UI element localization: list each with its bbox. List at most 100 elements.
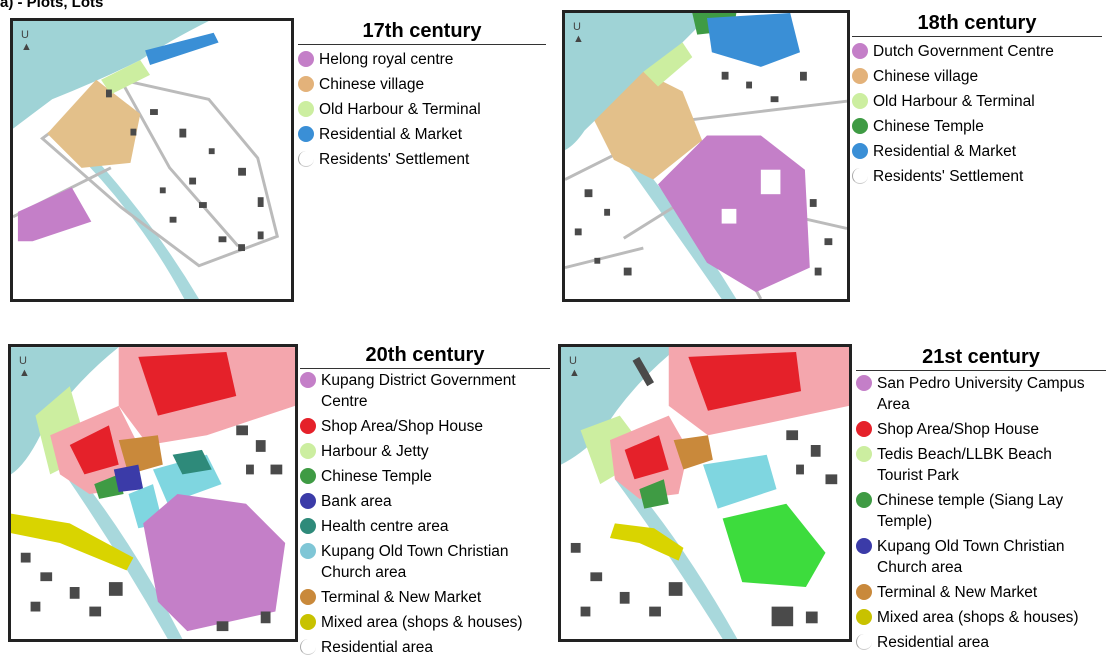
legend-item: Kupang Old Town Christian Church area xyxy=(856,536,1106,578)
legend-label: Shop Area/Shop House xyxy=(877,421,1040,438)
legend-item: Mixed area (shops & houses) xyxy=(300,612,550,633)
legend-label: Health centre area xyxy=(321,518,449,535)
legend-item: Kupang Old Town Christian Church area xyxy=(300,541,550,583)
legend-swatch-icon xyxy=(856,634,872,650)
legend-swatch-icon xyxy=(856,375,872,391)
map-21st-century: U▲ xyxy=(558,344,852,642)
legend-swatch-icon xyxy=(852,118,868,134)
north-arrow: U▲ xyxy=(21,29,32,53)
legend-swatch-icon xyxy=(856,584,872,600)
legend-item: Residents' Settlement xyxy=(298,149,546,170)
legend-label: Old Harbour & Terminal xyxy=(319,101,481,118)
legend-swatch-icon xyxy=(852,43,868,59)
legend-item: Kupang District Government Centre xyxy=(300,370,550,412)
legend-swatch-icon xyxy=(856,421,872,437)
map-17th-century-svg xyxy=(13,21,280,299)
legend-swatch-icon xyxy=(300,518,316,534)
legend-label: Chinese village xyxy=(319,76,425,93)
map-17th-century: U▲ xyxy=(10,18,294,302)
map-21st-century-svg xyxy=(561,347,849,639)
legend-swatch-icon xyxy=(300,418,316,434)
legend-label: San Pedro University Campus Area xyxy=(877,375,1085,413)
legend-swatch-icon xyxy=(300,614,316,630)
legend-swatch-icon xyxy=(300,443,316,459)
legend-item: Residents' Settlement xyxy=(852,166,1102,187)
legend-item: Residential & Market xyxy=(852,141,1102,162)
legend-label: Mixed area (shops & houses) xyxy=(877,609,1079,626)
legend-swatch-icon xyxy=(300,493,316,509)
legend-item: Chinese village xyxy=(298,74,546,95)
legend-item: Mixed area (shops & houses) xyxy=(856,607,1106,628)
legend-label: Old Harbour & Terminal xyxy=(873,93,1035,110)
legend-label: Terminal & New Market xyxy=(877,584,1038,601)
map-18th-century: U▲ xyxy=(562,10,850,302)
legend-swatch-icon xyxy=(852,93,868,109)
legend-item: Terminal & New Market xyxy=(300,587,550,608)
legend-swatch-icon xyxy=(298,101,314,117)
legend-swatch-icon xyxy=(852,168,868,184)
legend-item: Dutch Government Centre xyxy=(852,41,1102,62)
map-18th-century-svg xyxy=(565,13,847,299)
legend-label: Helong royal centre xyxy=(319,51,454,68)
legend-item: Bank area xyxy=(300,491,550,512)
legend-swatch-icon xyxy=(298,151,314,167)
north-arrow: U▲ xyxy=(569,355,580,379)
legend-title: 21st century xyxy=(856,346,1106,371)
legend-swatch-icon xyxy=(300,639,316,655)
legend-label: Tedis Beach/LLBK Beach Tourist Park xyxy=(877,446,1052,484)
legend-label: Residential & Market xyxy=(319,126,463,143)
figure-label: a) - Plots, Lots xyxy=(0,0,104,11)
legend-label: Chinese Temple xyxy=(873,118,984,135)
legend-swatch-icon xyxy=(298,51,314,67)
north-arrow: U▲ xyxy=(573,21,584,45)
legend-label: Chinese temple (Siang Lay Temple) xyxy=(877,492,1064,530)
legend-item: Old Harbour & Terminal xyxy=(298,99,546,120)
legend-swatch-icon xyxy=(300,589,316,605)
legend-label: Residential & Market xyxy=(873,143,1017,160)
legend-item: San Pedro University Campus Area xyxy=(856,373,1106,415)
legend-item: Residential & Market xyxy=(298,124,546,145)
legend-20th-century: 20th century Kupang District Government … xyxy=(300,344,550,662)
legend-item: Old Harbour & Terminal xyxy=(852,91,1102,112)
legend-label: Kupang Old Town Christian Church area xyxy=(321,543,509,581)
legend-label: Residents' Settlement xyxy=(873,168,1024,185)
legend-label: Shop Area/Shop House xyxy=(321,418,484,435)
legend-label: Kupang District Government Centre xyxy=(321,372,516,410)
legend-swatch-icon xyxy=(300,543,316,559)
legend-item: Chinese village xyxy=(852,66,1102,87)
legend-item: Harbour & Jetty xyxy=(300,441,550,462)
legend-swatch-icon xyxy=(856,609,872,625)
legend-swatch-icon xyxy=(852,68,868,84)
legend-swatch-icon xyxy=(852,143,868,159)
map-20th-century-svg xyxy=(11,347,295,639)
legend-item: Shop Area/Shop House xyxy=(856,419,1106,440)
legend-label: Residential area xyxy=(877,634,990,651)
legend-item: Tedis Beach/LLBK Beach Tourist Park xyxy=(856,444,1106,486)
north-arrow: U▲ xyxy=(19,355,30,379)
legend-title: 17th century xyxy=(298,20,546,45)
legend-21st-century: 21st century San Pedro University Campus… xyxy=(856,346,1106,657)
legend-item: Health centre area xyxy=(300,516,550,537)
legend-label: Chinese Temple xyxy=(321,468,432,485)
legend-swatch-icon xyxy=(300,372,316,388)
legend-label: Dutch Government Centre xyxy=(873,43,1054,60)
legend-label: Residents' Settlement xyxy=(319,151,470,168)
legend-item: Shop Area/Shop House xyxy=(300,416,550,437)
legend-item: Helong royal centre xyxy=(298,49,546,70)
legend-item: Chinese temple (Siang Lay Temple) xyxy=(856,490,1106,532)
legend-item: Terminal & New Market xyxy=(856,582,1106,603)
legend-swatch-icon xyxy=(856,446,872,462)
legend-label: Bank area xyxy=(321,493,392,510)
legend-title: 18th century xyxy=(852,12,1102,37)
map-20th-century: U▲ xyxy=(8,344,298,642)
legend-label: Chinese village xyxy=(873,68,979,85)
legend-swatch-icon xyxy=(856,492,872,508)
legend-swatch-icon xyxy=(300,468,316,484)
legend-title: 20th century xyxy=(300,344,550,369)
